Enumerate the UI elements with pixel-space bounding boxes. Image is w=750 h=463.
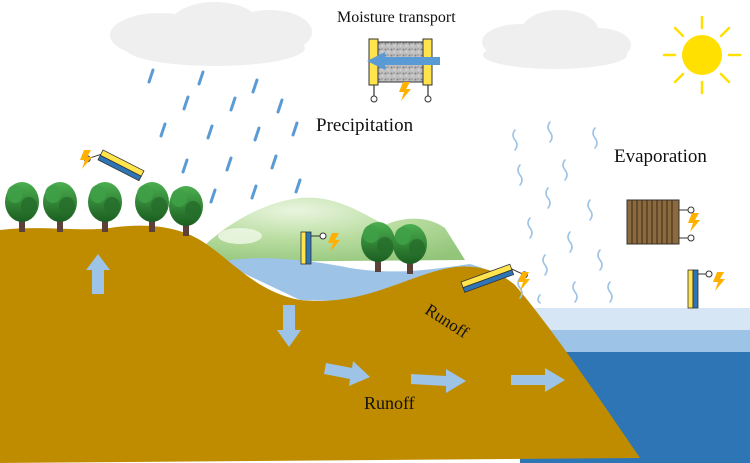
lightning-icon xyxy=(399,82,411,101)
tree-icon xyxy=(5,182,39,232)
sensor-device-icon xyxy=(687,269,713,309)
precipitation-label: Precipitation xyxy=(316,115,414,136)
lightning-icon xyxy=(688,213,700,232)
sun-icon xyxy=(662,15,742,95)
tree-icon xyxy=(135,182,169,232)
cloud-icon xyxy=(482,10,631,69)
arrow-up xyxy=(86,254,110,294)
arrow-down xyxy=(277,305,301,347)
lightning-icon xyxy=(713,272,725,291)
moisture-transport-label: Moisture transport xyxy=(337,9,456,26)
sensor-device-icon xyxy=(300,231,327,265)
tree-icon xyxy=(88,182,122,232)
tree-icon xyxy=(169,186,203,236)
green-hill xyxy=(205,197,465,262)
arrow-right-3 xyxy=(511,368,565,392)
cloud-icon xyxy=(110,2,312,66)
arrow-right-1 xyxy=(324,361,370,386)
tree-icon xyxy=(393,224,427,274)
evaporation-wisps xyxy=(512,121,613,304)
runoff-ground-label: Runoff xyxy=(364,393,415,413)
moisture-transport-device-icon xyxy=(367,38,440,103)
flow-arrows xyxy=(86,254,565,393)
tree-icon xyxy=(361,222,395,272)
tree-icon xyxy=(43,182,77,232)
arrow-right-2 xyxy=(411,369,466,393)
rain xyxy=(147,68,302,204)
sensor-device-icon xyxy=(83,149,145,182)
evaporation-device-icon xyxy=(626,199,695,245)
evaporation-label: Evaporation xyxy=(614,146,707,167)
